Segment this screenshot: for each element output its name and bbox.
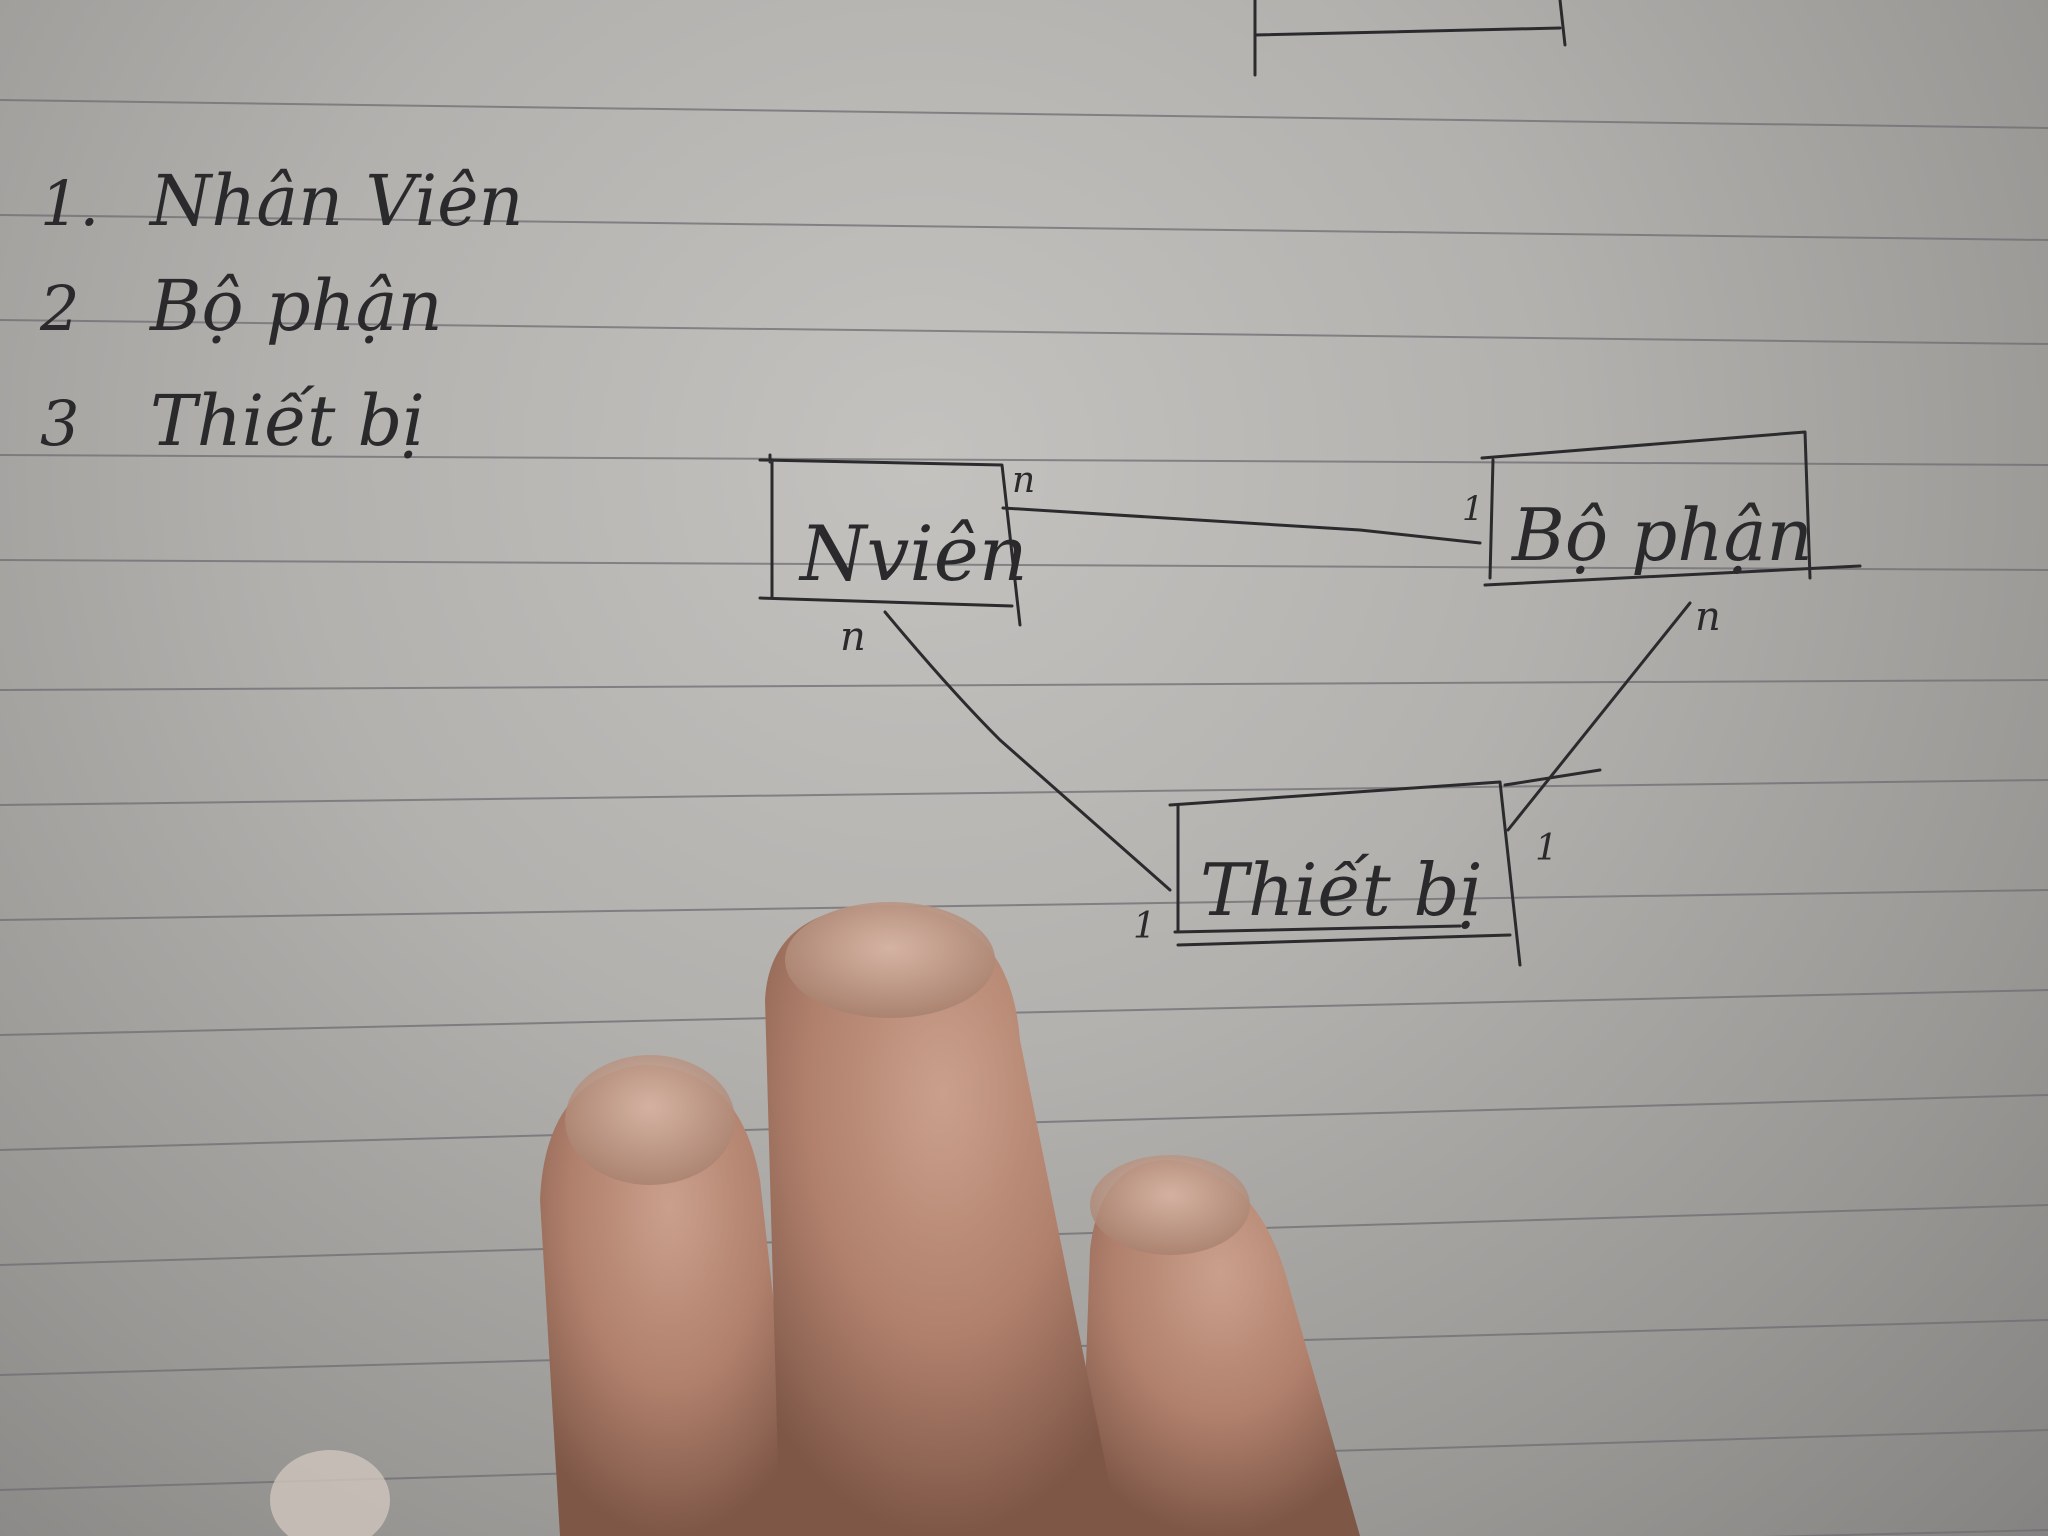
card-nhanvien-thietbi-1: 1 — [1133, 906, 1156, 947]
entity-list: 1. Nhân Viên 2 Bộ phận 3 Thiết bị — [39, 160, 524, 462]
list-item-1-label: Nhân Viên — [148, 160, 524, 242]
list-item-2-number: 2 — [39, 272, 79, 345]
list-item-1-number: 1. — [40, 167, 99, 240]
card-nhanvien-thietbi-n: n — [840, 614, 866, 660]
entity-thietbi: Thiết bị — [1168, 768, 1602, 967]
relationship-lines — [883, 506, 1692, 892]
card-bophan-thietbi-1: 1 — [1535, 828, 1558, 869]
partial-box-top — [1253, 0, 1567, 77]
list-item-3-number: 3 — [40, 387, 79, 460]
list-item-2-label: Bộ phận — [148, 265, 443, 347]
line-nhanvien-bophan — [1001, 506, 1482, 545]
entity-nhanvien: Nviên — [758, 453, 1028, 627]
card-bophan-thietbi-n: n — [1695, 594, 1721, 640]
fingers — [270, 902, 1360, 1536]
list-item-3-label: Thiết bị — [150, 380, 425, 462]
card-nhanvien-bophan-1: 1 — [1462, 489, 1484, 529]
line-nhanvien-thietbi — [883, 610, 1172, 892]
entity-nhanvien-label: Nviên — [798, 509, 1028, 598]
card-nhanvien-bophan-n: n — [1012, 460, 1035, 501]
line-bophan-thietbi — [1506, 601, 1692, 832]
entity-bophan: Bộ phận — [1480, 430, 1862, 587]
entity-thietbi-label: Thiết bị — [1200, 848, 1483, 932]
entity-bophan-label: Bộ phận — [1510, 493, 1813, 577]
er-diagram: Nviên Bộ phận Thiết bị n 1 n 1 n 1 — [758, 430, 1862, 967]
cardinalities: n 1 n 1 n 1 — [840, 460, 1721, 947]
